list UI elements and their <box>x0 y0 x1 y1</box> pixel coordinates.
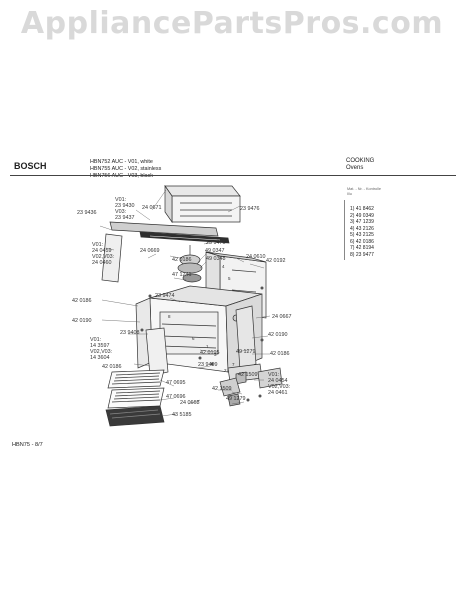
legend-item: 4) 43 2126 <box>350 225 374 232</box>
right-lower-bracket <box>257 367 283 389</box>
part-label: 23 9409 <box>198 362 218 368</box>
part-label: 23 9475 <box>206 240 226 246</box>
callout-number: 5 <box>228 276 231 281</box>
model-list: HBN752 AUC - V01, white HBN755 AUC - V02… <box>90 159 161 180</box>
part-label: 42 0186 <box>102 364 122 370</box>
header-divider <box>10 175 456 176</box>
model-line: HBN755 AUC - V02, stainless <box>90 166 162 172</box>
callout-number: 6 <box>192 336 195 341</box>
callout-number: 8 <box>168 314 171 319</box>
part-label: 42 0186 <box>270 351 290 357</box>
legend-item: 3) 47 1239 <box>350 219 374 225</box>
part-label: 42 0190 <box>268 332 288 338</box>
part-label: 49 0347 <box>205 248 225 254</box>
part-label: V01: 24 0459 V02,V03: 24 0460 <box>92 242 115 266</box>
broil-pan <box>105 405 165 427</box>
part-label: 42 0186 <box>72 298 92 304</box>
door-hinge <box>219 377 241 407</box>
category-block: COOKING Ovens <box>346 158 374 172</box>
part-label: 43 5185 <box>172 412 192 418</box>
front-face-frame <box>145 327 169 377</box>
legend-item: 8) 23 9477 <box>350 251 374 258</box>
part-label: 42 0195 <box>200 350 220 356</box>
legend-item: 6) 42 0186 <box>350 238 374 245</box>
callout-number: 2 <box>224 368 227 373</box>
model-line: HBN752 AUC - V01, white <box>90 159 153 165</box>
top-cover-frame <box>164 184 241 224</box>
part-label: 24 0610 <box>246 254 266 260</box>
callout-number: 4 <box>222 264 225 269</box>
part-label: V01: 14 3597 V02,V03: 14 3604 <box>90 337 113 361</box>
legend-item: 2) 49 0349 <box>350 212 374 219</box>
legend-box <box>344 200 413 260</box>
watermark: AppliancePartsPros.com <box>20 6 444 41</box>
part-label: 23 9476 <box>240 206 260 212</box>
part-label: 42 1509 <box>238 372 258 378</box>
control-panel-strip <box>109 221 230 244</box>
part-label: 23 9474 <box>155 293 175 299</box>
legend-heading-line: Illu <box>347 191 352 196</box>
part-label: 23 9436 <box>77 210 97 216</box>
part-label: 24 0668 <box>180 400 200 406</box>
part-label: 24 0667 <box>272 314 292 320</box>
oven-rack-upper <box>107 369 165 389</box>
side-trim <box>101 233 123 283</box>
subcategory-label: Ovens <box>346 165 364 171</box>
part-label: 42 0190 <box>72 318 92 324</box>
brand-label: BOSCH <box>14 161 47 171</box>
leader-lines <box>99 189 271 417</box>
callout-number: 7 <box>232 362 235 367</box>
legend-item: 5) 43 2125 <box>350 232 374 238</box>
page-footer: HBN75 - 8/7 <box>12 442 43 448</box>
part-label: 24 0671 <box>142 205 162 211</box>
part-label: 49 1279 <box>236 349 256 355</box>
part-label: 49 0348 <box>206 256 226 262</box>
legend-heading-line: Mat. - Nr. - Kontrolle <box>347 187 381 191</box>
part-label: 23 9408 <box>120 330 140 336</box>
part-label: V01: 24 0454 V02,V03: 24 0461 <box>268 372 291 396</box>
right-side-plate <box>235 305 257 371</box>
fasteners <box>140 286 264 402</box>
part-label: 47 0696 <box>166 394 186 400</box>
oven-rack-lower <box>107 387 165 409</box>
callout-number: 3 <box>214 352 217 357</box>
legend-item: 7) 42 8194 <box>350 245 374 251</box>
model-line: HBN756 AUC - V03, black <box>90 173 153 179</box>
part-label: 24 0669 <box>140 248 160 254</box>
callout-number: 1 <box>206 344 209 349</box>
part-label: 47 1241 <box>172 272 192 278</box>
part-label: 42 0192 <box>266 258 286 264</box>
legend-heading: Mat. - Nr. - Kontrolle Illu <box>347 187 381 196</box>
part-label: 49 1279 <box>226 396 246 402</box>
category-label: COOKING <box>346 158 375 164</box>
legend-list: 1) 41 8462 2) 49 0349 3) 47 1239 4) 43 2… <box>350 206 374 258</box>
part-label: 42 1509 <box>212 386 232 392</box>
part-label: V01: 23 9430 V03: 23 9437 <box>115 197 135 221</box>
legend-item: 1) 41 8462 <box>350 206 374 212</box>
part-label: 47 0695 <box>166 380 186 386</box>
part-label: 42 0186 <box>172 257 192 263</box>
